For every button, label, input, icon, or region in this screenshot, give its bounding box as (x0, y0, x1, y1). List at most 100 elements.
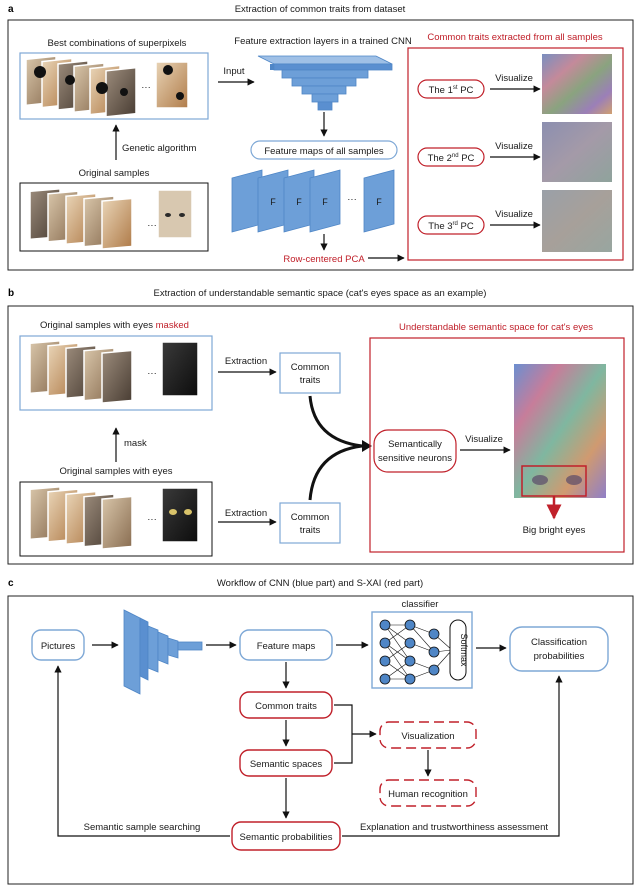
with-eyes-image-stack (29, 485, 199, 550)
panel-a: a Extraction of common traits from datas… (7, 4, 634, 271)
masked-samples-box (19, 335, 213, 411)
original-samples-box (19, 182, 209, 252)
pc2-label: The 2nd PC (428, 153, 475, 164)
pc3-label: The 3rd PC (428, 221, 474, 232)
pc1-visualization (542, 54, 612, 114)
panel-c: c Workflow of CNN (blue part) and S-XAI … (7, 578, 634, 885)
classification-box (509, 626, 609, 672)
cnn-label: Feature extraction layers in a trained C… (234, 36, 412, 47)
common-traits-box-bottom (279, 502, 341, 544)
fmap-ellipsis: ··· (347, 194, 357, 205)
semantic-search-label: Semantic sample searching (84, 822, 201, 833)
traits-spaces-bracket (334, 704, 353, 764)
pictures-box (31, 629, 85, 661)
cnn-layers-icon (257, 55, 393, 111)
panel-b-frame (7, 305, 634, 565)
panel-c-frame (7, 595, 634, 885)
with-eyes-ellipsis: ··· (147, 514, 157, 525)
common-traits-c-label: Common traits (255, 701, 317, 712)
superpixels-ellipsis: ··· (141, 82, 151, 93)
panel-a-frame (7, 19, 634, 271)
common-traits-c-box (239, 691, 333, 719)
fmap-letter-4: F (376, 197, 382, 207)
fmap-letter-1: F (270, 197, 276, 207)
explanation-arrow (342, 675, 563, 837)
superpixel-image-stack (25, 55, 189, 118)
human-recognition-box (379, 779, 477, 807)
big-eyes-label: Big bright eyes (523, 525, 586, 536)
feature-maps-pill (250, 140, 398, 160)
merge-arrowhead (362, 440, 372, 452)
pc3-visualization (542, 190, 612, 252)
feature-maps-box (239, 629, 333, 661)
panel-c-title: Workflow of CNN (blue part) and S-XAI (r… (217, 578, 423, 589)
pictures-label: Pictures (41, 641, 76, 652)
original-samples-label: Original samples (79, 168, 150, 179)
merge-curve-bottom (308, 444, 363, 501)
classification-l1: Classification (531, 637, 587, 648)
feature-map-stack (231, 169, 395, 233)
masked-samples-label: Original samples with eyes masked (40, 320, 189, 331)
common-traits-bottom-l1: Common (291, 512, 330, 523)
panel-b: b Extraction of understandable semantic … (7, 288, 634, 565)
extraction-label-2: Extraction (225, 508, 267, 519)
semantic-probs-label: Semantic probabilities (240, 832, 333, 843)
panel-b-letter: b (8, 288, 14, 299)
masked-image-stack (29, 339, 199, 404)
panel-a-title: Extraction of common traits from dataset (235, 4, 406, 15)
feature-maps-label: Feature maps of all samples (264, 146, 384, 157)
pc3-pill (417, 215, 485, 235)
common-traits-top-l1: Common (291, 362, 330, 373)
original-image-stack (29, 187, 193, 250)
neurons-pill (373, 429, 457, 473)
visualize-label-3: Visualize (495, 209, 533, 220)
pc1-pill (417, 79, 485, 99)
common-traits-bottom-l2: traits (300, 525, 321, 536)
superpixels-box (19, 52, 209, 120)
visualization-label: Visualization (401, 731, 454, 742)
extraction-label-1: Extraction (225, 356, 267, 367)
softmax-box (449, 619, 467, 681)
masked-ellipsis: ··· (147, 368, 157, 379)
classification-l2: probabilities (534, 651, 585, 662)
pc1-label: The 1st PC (429, 85, 474, 96)
pc2-visualization (542, 122, 612, 182)
softmax-label: Softmax (459, 633, 469, 667)
superpixels-label: Best combinations of superpixels (48, 38, 187, 49)
human-recognition-label: Human recognition (388, 789, 468, 800)
with-eyes-box (19, 481, 213, 557)
common-traits-box-top (279, 352, 341, 394)
merge-curve-top (308, 395, 363, 448)
input-label: Input (223, 66, 244, 77)
classifier-label: classifier (402, 599, 439, 610)
neurons-l1: Semantically (388, 439, 442, 450)
with-eyes-label: Original samples with eyes (60, 466, 173, 477)
semantic-probs-box (231, 821, 341, 851)
pc2-pill (417, 147, 485, 167)
common-traits-top-l2: traits (300, 375, 321, 386)
explanation-label: Explanation and trustworthiness assessme… (360, 822, 548, 833)
panel-a-letter: a (8, 4, 14, 15)
cat-eyes-visualization (514, 364, 606, 498)
original-ellipsis: ··· (147, 220, 157, 231)
semantic-spaces-label: Semantic spaces (250, 759, 323, 770)
neural-network-icon (379, 619, 453, 685)
panel-c-letter: c (8, 578, 14, 589)
visualization-box (379, 721, 477, 749)
semantic-search-loop-arrow (54, 665, 230, 837)
mask-label: mask (124, 438, 147, 449)
cnn-icon (123, 609, 203, 695)
panel-b-title: Extraction of understandable semantic sp… (154, 288, 487, 299)
fmap-letter-2: F (296, 197, 302, 207)
common-traits-box (407, 47, 624, 261)
visualize-label-2: Visualize (495, 141, 533, 152)
neurons-l2: sensitive neurons (378, 453, 452, 464)
genetic-label: Genetic algorithm (122, 143, 197, 154)
visualize-label-b: Visualize (465, 434, 503, 445)
fmap-letter-3: F (322, 197, 328, 207)
feature-maps-label-c: Feature maps (257, 641, 316, 652)
semantic-spaces-box (239, 749, 333, 777)
visualize-label-1: Visualize (495, 73, 533, 84)
semantic-space-title: Understandable semantic space for cat's … (399, 322, 593, 333)
